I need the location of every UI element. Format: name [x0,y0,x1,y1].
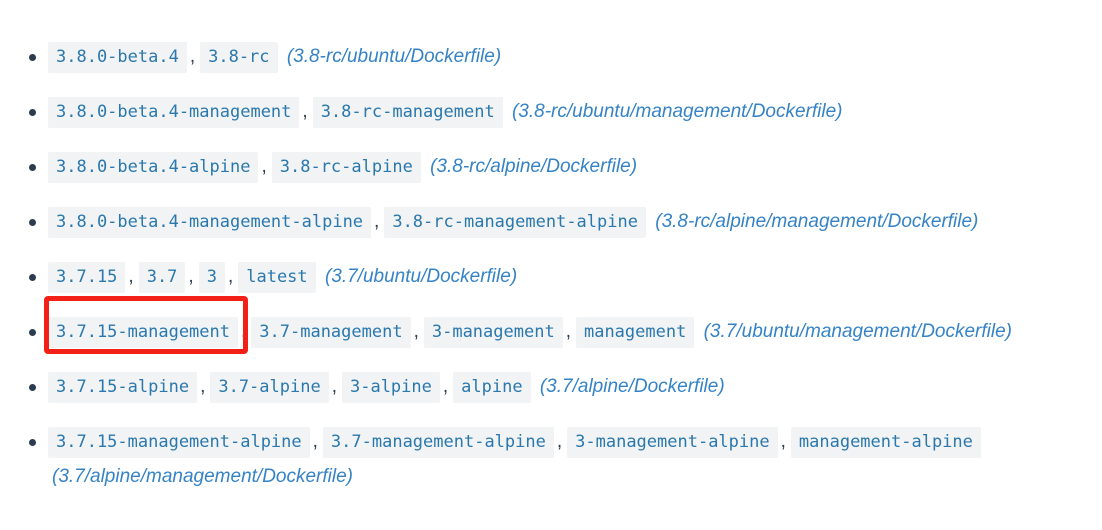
tag-separator: , [312,431,318,452]
tag-code: 3.8.0-beta.4 [48,42,187,73]
tag-separator: , [442,376,449,397]
bullet-icon [29,383,36,391]
tag-code: management-alpine [790,427,981,458]
tag-list-item: 3.8.0-beta.4-management,3.8-rc-managemen… [29,94,1072,129]
tag-separator: , [780,431,786,452]
tag-code: management [575,317,695,348]
tag-separator: , [556,431,563,452]
bullet-icon [29,108,36,116]
tag-separator: , [302,101,308,122]
tag-list-item: 3.8.0-beta.4,3.8-rc (3.8-rc/ubuntu/Docke… [29,39,1072,74]
tag-list-item: 3.7.15,3.7,3,latest (3.7/ubuntu/Dockerfi… [29,259,1072,294]
tag-code: 3.8-rc-management [312,97,503,128]
tag-list-item: 3.8.0-beta.4-alpine,3.8-rc-alpine (3.8-r… [29,149,1072,184]
tag-code: latest [238,262,316,293]
dockerfile-link[interactable]: (3.7/ubuntu/Dockerfile) [324,266,518,287]
tag-code: 3.8-rc-management-alpine [384,207,646,238]
tag-code: 3.8.0-beta.4-management [48,97,300,128]
tag-separator: , [261,156,267,177]
dockerfile-link[interactable]: (3.8-rc/ubuntu/Dockerfile) [286,46,502,67]
tag-separator: , [200,376,206,397]
tag-separator: , [241,321,247,342]
highlighted-tag-wrap: 3.7.15-management [44,296,248,354]
tag-code: 3.8-rc [200,42,278,73]
tag-code: 3 [198,262,225,293]
tag-separator: , [227,266,234,287]
tag-separator: , [413,321,419,342]
bullet-icon [29,218,36,226]
tag-list-item: 3.7.15-management,3.7-management,3-manag… [29,296,1072,354]
bullet-icon [29,53,36,61]
tag-code: alpine [453,372,531,403]
tag-code: 3.7-management [251,317,411,348]
dockerfile-link[interactable]: (3.7/alpine/management/Dockerfile) [52,466,353,487]
tag-list-item: 3.7.15-alpine,3.7-alpine,3-alpine,alpine… [29,369,1072,404]
tag-code: 3.7-management-alpine [322,427,554,458]
tag-code: 3.7.15-alpine [48,372,198,403]
tag-code: 3-management [423,317,563,348]
tag-separator: , [189,46,196,67]
tag-code: 3.7.15 [48,262,126,293]
dockerfile-link[interactable]: (3.7/alpine/Dockerfile) [539,376,725,397]
bullet-icon [29,273,36,281]
tag-separator: , [374,211,380,232]
tag-code: 3-management-alpine [567,427,778,458]
tag-separator: , [188,266,194,287]
tag-separator: , [331,376,337,397]
tag-code: 3.7-alpine [210,372,329,403]
tag-code: 3-alpine [341,372,440,403]
tag-code: 3.8-rc-alpine [271,152,421,183]
dockerfile-link[interactable]: (3.7/ubuntu/management/Dockerfile) [703,321,1012,342]
tag-code: 3.7 [138,262,186,293]
dockerfile-link[interactable]: (3.8-rc/alpine/Dockerfile) [430,156,638,177]
tag-separator: , [565,321,571,342]
tag-list-item: 3.7.15-management-alpine,3.7-management-… [29,424,1072,494]
bullet-icon [29,163,36,171]
bullet-icon [29,328,36,336]
tag-list-item: 3.8.0-beta.4-management-alpine,3.8-rc-ma… [29,204,1072,239]
tag-code: 3.8.0-beta.4-alpine [48,152,259,183]
dockerfile-link[interactable]: (3.8-rc/alpine/management/Dockerfile) [655,211,979,232]
tag-code: 3.7.15-management-alpine [48,427,310,458]
tag-code: 3.7.15-management [48,317,238,348]
docker-tag-list: 3.8.0-beta.4,3.8-rc (3.8-rc/ubuntu/Docke… [29,39,1072,494]
dockerfile-link[interactable]: (3.8-rc/ubuntu/management/Dockerfile) [511,101,843,122]
tag-code: 3.8.0-beta.4-management-alpine [48,207,372,238]
tag-separator: , [128,266,134,287]
bullet-icon [29,438,36,446]
